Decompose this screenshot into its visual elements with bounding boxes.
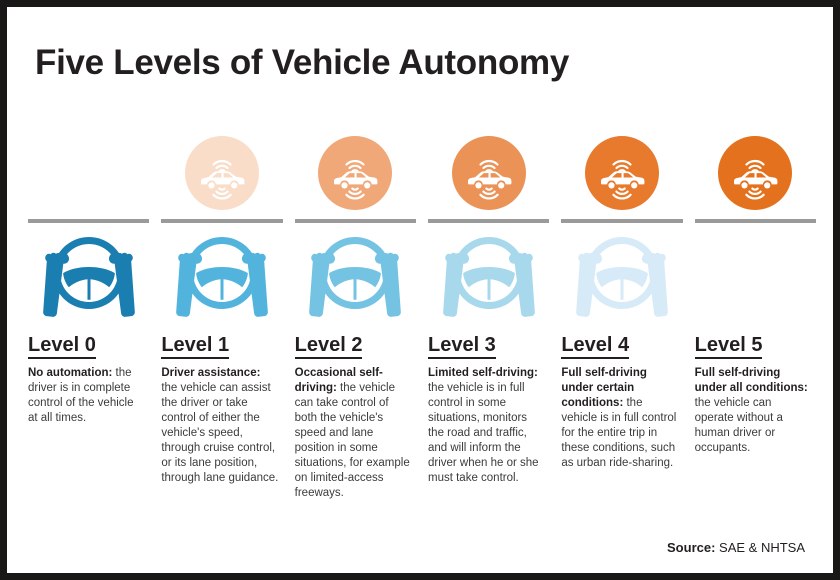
steering-wheel-slot	[289, 223, 422, 323]
column-divider-rule	[694, 219, 816, 223]
steering-wheel-hands-icon	[170, 227, 274, 319]
level-heading: Level 0	[28, 335, 96, 359]
infographic-canvas: Five Levels of Vehicle Autonomy Level 0 N…	[7, 7, 833, 573]
level-description: Driver assistance: the vehicle can assis…	[161, 366, 278, 486]
level-text-block: Level 1 Driver assistance: the vehicle ca…	[155, 323, 288, 486]
steering-wheel-hands-icon	[570, 227, 674, 319]
steering-wheel-slot	[689, 223, 822, 323]
level-lede: Driver assistance:	[161, 367, 261, 379]
steering-wheel-hands-icon	[37, 227, 141, 319]
level-body-text: the vehicle is in full control for the e…	[561, 396, 677, 469]
level-text-block: Level 5 Full self-driving under all condi…	[689, 323, 822, 456]
level-text-block: Level 4 Full self-driving under certain c…	[555, 323, 688, 471]
source-label: Source:	[667, 540, 716, 555]
car-icon-slot	[689, 129, 822, 217]
level-column-4: Level 4 Full self-driving under certain c…	[555, 129, 688, 471]
steering-wheel-slot	[555, 223, 688, 323]
steering-wheel-slot	[22, 223, 155, 323]
car-icon-slot	[289, 129, 422, 217]
level-description: Full self-driving under certain conditio…	[561, 366, 678, 471]
level-heading: Level 3	[427, 335, 496, 359]
column-divider-rule	[28, 219, 150, 223]
level-heading: Level 2	[294, 335, 363, 359]
page-title: Five Levels of Vehicle Autonomy	[35, 43, 570, 82]
car-icon-slot	[555, 129, 688, 217]
level-heading: Level 4	[561, 335, 630, 359]
car-icon-slot	[155, 129, 288, 217]
steering-wheel-hands-icon	[303, 227, 407, 319]
steering-wheel-slot	[155, 223, 288, 323]
source-credit: Source: SAE & NHTSA	[667, 540, 805, 555]
level-body-text: the vehicle can take control of both the…	[294, 381, 410, 499]
source-value: SAE & NHTSA	[715, 540, 805, 555]
levels-row: Level 0 No automation: the driver is in c…	[22, 129, 822, 500]
column-divider-rule	[561, 219, 683, 223]
level-column-0: Level 0 No automation: the driver is in c…	[22, 129, 155, 426]
level-lede: No automation:	[28, 367, 113, 379]
level-lede: Limited self-driving:	[427, 367, 538, 379]
column-divider-rule	[294, 219, 416, 223]
car-sensor-icon	[718, 136, 793, 210]
level-lede: Full self-driving under certain conditio…	[561, 367, 647, 409]
car-sensor-icon	[451, 136, 526, 210]
column-divider-rule	[161, 219, 283, 223]
car-sensor-icon	[318, 136, 393, 210]
level-text-block: Level 0 No automation: the driver is in c…	[22, 323, 155, 426]
car-icon-slot	[22, 129, 155, 217]
level-body-text: the vehicle can operate without a human …	[694, 396, 783, 454]
level-column-1: Level 1 Driver assistance: the vehicle ca…	[155, 129, 288, 486]
column-divider-rule	[427, 219, 550, 223]
car-sensor-icon	[184, 136, 259, 210]
level-description: Occasional self-driving: the vehicle can…	[295, 366, 412, 500]
steering-wheel-hands-icon	[437, 227, 541, 319]
level-column-3: Level 3 Limited self-driving: the vehicle…	[422, 129, 555, 486]
level-body-text: the driver is in complete control of the…	[28, 367, 134, 424]
car-icon-slot	[422, 129, 555, 217]
level-description: No automation: the driver is in complete…	[28, 366, 145, 426]
level-description: Limited self-driving: the vehicle is in …	[428, 366, 545, 486]
level-body-text: the vehicle is in full control in some s…	[427, 381, 539, 484]
level-text-block: Level 2 Occasional self-driving: the vehi…	[289, 323, 422, 500]
level-description: Full self-driving under all conditions: …	[695, 366, 812, 456]
level-column-2: Level 2 Occasional self-driving: the vehi…	[289, 129, 422, 500]
level-text-block: Level 3 Limited self-driving: the vehicle…	[422, 323, 555, 486]
level-lede: Full self-driving under all conditions:	[694, 367, 808, 394]
level-heading: Level 1	[161, 335, 230, 359]
level-body-text: the vehicle can assist the driver or tak…	[161, 381, 279, 484]
level-column-5: Level 5 Full self-driving under all condi…	[689, 129, 822, 456]
car-sensor-icon	[584, 136, 659, 210]
steering-wheel-slot	[422, 223, 555, 323]
level-lede: Occasional self-driving:	[294, 367, 383, 394]
level-heading: Level 5	[694, 335, 763, 359]
